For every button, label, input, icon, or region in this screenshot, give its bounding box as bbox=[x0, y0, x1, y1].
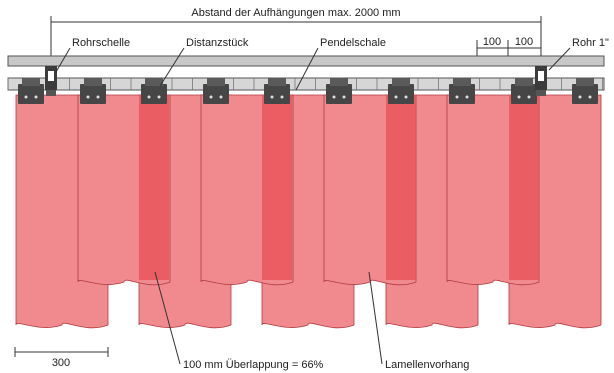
leader-rohrschelle bbox=[55, 47, 71, 73]
leader-curtain bbox=[368, 271, 383, 365]
leader-pendelschale bbox=[295, 47, 319, 91]
pendulum-clip bbox=[572, 78, 598, 104]
pendulum-clip bbox=[388, 78, 414, 104]
overlap-band bbox=[509, 95, 539, 280]
front-strips bbox=[15, 94, 602, 329]
label-pendelschale: Pendelschale bbox=[320, 37, 386, 49]
label-rohr: Rohr 1" bbox=[572, 37, 609, 49]
pipe-clamp-right bbox=[535, 66, 547, 96]
label-distanzstueck: Distanzstück bbox=[186, 37, 249, 49]
label-strip-width: 300 bbox=[52, 357, 70, 369]
pendulum-clip bbox=[141, 78, 167, 104]
spacing-100-label-1: 100 bbox=[483, 36, 501, 48]
label-rohrschelle: Rohrschelle bbox=[72, 37, 130, 49]
leader-distanzstueck bbox=[159, 47, 185, 87]
overlap-band bbox=[262, 95, 292, 280]
pipe-clamp-left bbox=[45, 66, 57, 96]
pendulum-clip bbox=[203, 78, 229, 104]
overlap-band bbox=[139, 95, 169, 280]
leader-rohr bbox=[548, 47, 571, 71]
pendulum-clip bbox=[449, 78, 475, 104]
pendulum-clip bbox=[80, 78, 106, 104]
spacing-100-label-2: 100 bbox=[515, 36, 533, 48]
strip-width-dimension bbox=[14, 347, 109, 357]
title-dimension-label: Abstand der Aufhängungen max. 2000 mm bbox=[191, 7, 400, 19]
pendulum-clip bbox=[18, 78, 44, 104]
pendulum-clip bbox=[264, 78, 290, 104]
overlap-band bbox=[386, 95, 416, 280]
pendulum-clip bbox=[511, 78, 537, 104]
pendulum-clip bbox=[326, 78, 352, 104]
spacing-100-markers bbox=[476, 40, 542, 56]
pipe-rail bbox=[7, 55, 605, 67]
label-overlap: 100 mm Überlappung = 66% bbox=[183, 359, 324, 371]
pendulum-clips bbox=[18, 78, 598, 104]
leader-overlap bbox=[154, 271, 181, 365]
label-curtain: Lamellenvorhang bbox=[385, 359, 469, 371]
